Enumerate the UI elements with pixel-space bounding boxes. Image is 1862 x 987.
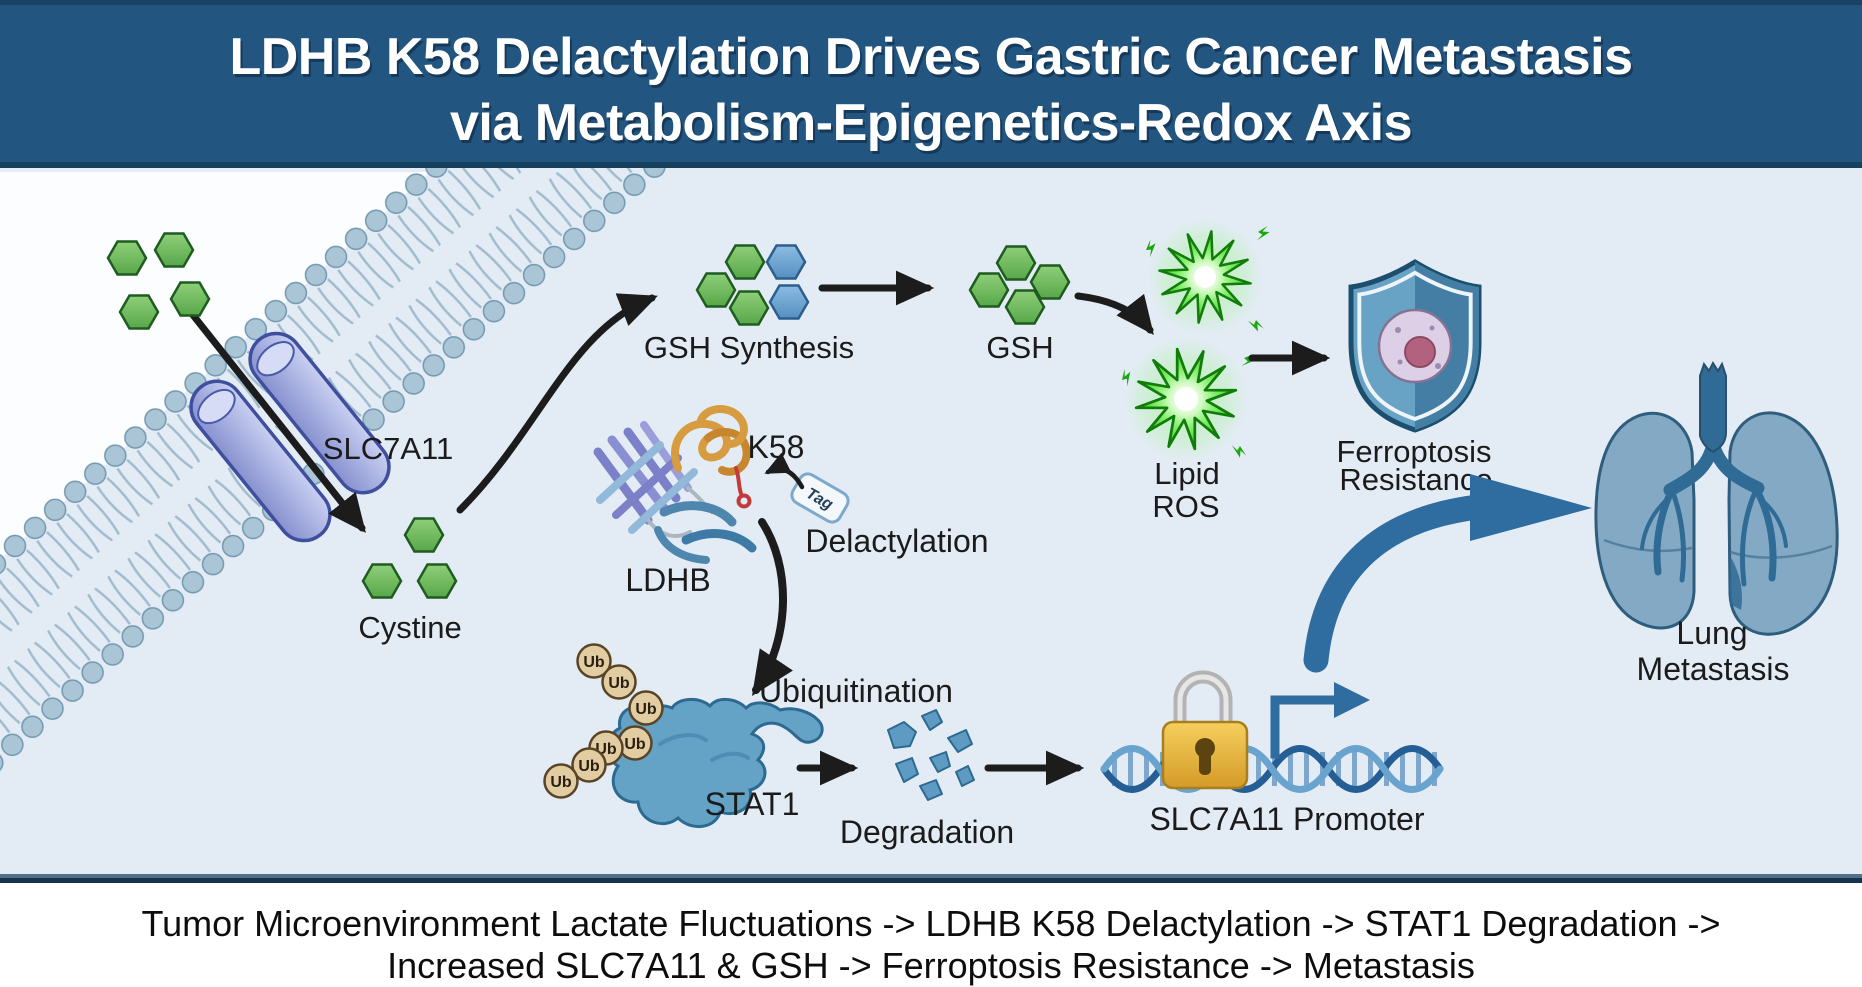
ubiquitination-label: Ubiquitination [759, 673, 953, 709]
slc7a11-transporter-icon [189, 331, 391, 543]
arrow-ldhb-to-ubiquitination [752, 518, 794, 696]
summary-line2: Increased SLC7A11 & GSH -> Ferroptosis R… [387, 945, 1475, 986]
separator-line-light [0, 874, 1862, 878]
ub-label: Ub [550, 774, 572, 791]
ub-label: Ub [635, 701, 657, 718]
ferroptosis-label-line2: Resistance [1339, 462, 1492, 497]
lipid-ros-label-line1: Lipid [1154, 456, 1220, 491]
arrow-cystine-import [181, 301, 366, 533]
arrow-gsh-to-lipid-ros [1074, 292, 1154, 335]
k58-residue [734, 466, 744, 498]
arrow-to-gsh-synthesis [456, 293, 658, 514]
ub-label: Ub [578, 758, 600, 775]
ub-label: Ub [624, 736, 646, 753]
slc7a11-label: SLC7A11 [323, 431, 453, 466]
gsh-synthesis-label: GSH Synthesis [644, 330, 854, 365]
lipid-ros-starburst-bottom [1118, 337, 1259, 461]
separator-line-dark [0, 878, 1862, 883]
arrow-tag-removal [764, 452, 805, 490]
lungs-illustration [1594, 360, 1839, 636]
arrow-to-lung-metastasis [1303, 474, 1592, 673]
stat1-label: STAT1 [705, 786, 800, 822]
lactyl-tag-icon: Tag [790, 472, 850, 524]
lipid-ros-starburst-top [1143, 219, 1272, 335]
stat1-protein-icon [606, 698, 824, 828]
title-line2: via Metabolism-Epigenetics-Redox Axis [450, 94, 1412, 152]
title-banner: LDHB K58 Delactylation Drives Gastric Ca… [0, 0, 1862, 168]
summary-background [0, 883, 1862, 987]
lung-metastasis-label-line2: Metastasis [1637, 651, 1790, 687]
cystine-label: Cystine [358, 610, 461, 645]
title-line1: LDHB K58 Delactylation Drives Gastric Ca… [229, 28, 1632, 86]
gsh-label: GSH [986, 330, 1053, 365]
tumor-cell-icon [1377, 308, 1453, 384]
slc7a11-promoter-label: SLC7A11 Promoter [1149, 801, 1424, 837]
delactylation-label: Delactylation [805, 523, 988, 559]
degradation-label: Degradation [840, 814, 1014, 850]
ub-label: Ub [608, 675, 630, 692]
summary-line1: Tumor Microenvironment Lactate Fluctuati… [141, 903, 1720, 944]
lock-icon [1161, 670, 1249, 790]
ubiquitin-chain: Ub Ub Ub Ub Ub Ub Ub [543, 643, 664, 799]
ldhb-label: LDHB [625, 562, 710, 598]
lipid-ros-label-line2: ROS [1152, 489, 1219, 524]
ferroptosis-shield-icon [1351, 262, 1479, 430]
degradation-fragments [887, 709, 975, 801]
lung-metastasis-label-line1: Lung [1676, 615, 1747, 651]
slc7a11-promoter-dna [1100, 670, 1444, 793]
ferroptosis-label-line1: Ferroptosis [1336, 434, 1491, 469]
plasma-membrane [0, 32, 682, 987]
ldhb-protein-structure [593, 405, 757, 564]
ub-label: Ub [583, 654, 605, 671]
transcription-start-arrow [1270, 682, 1370, 759]
k58-label: K58 [748, 429, 805, 465]
